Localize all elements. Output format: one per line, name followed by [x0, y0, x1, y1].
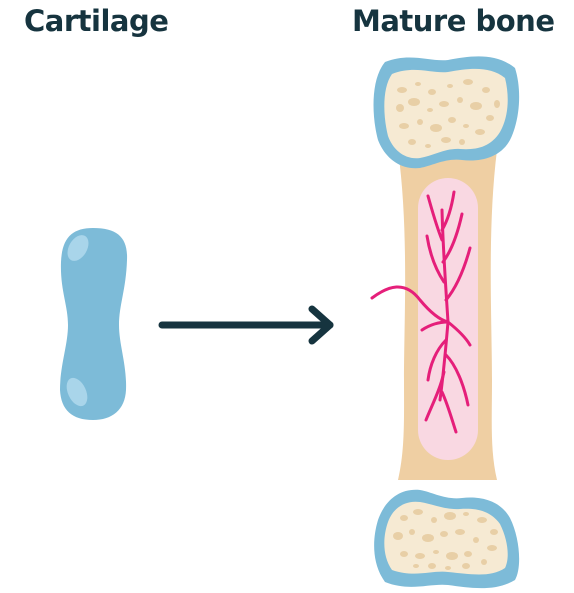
- pore: [462, 563, 470, 569]
- pore: [463, 512, 469, 516]
- pore: [408, 139, 416, 145]
- pore: [393, 532, 403, 540]
- pore: [457, 97, 463, 103]
- spongy-bone-top: [384, 68, 508, 159]
- pore: [430, 124, 442, 132]
- pore: [444, 512, 456, 520]
- pore: [459, 139, 465, 145]
- pore: [455, 529, 465, 535]
- pore: [415, 553, 425, 559]
- pore: [433, 550, 439, 554]
- pore: [482, 87, 490, 93]
- pore: [400, 551, 408, 557]
- pore: [408, 98, 420, 106]
- pore: [473, 537, 479, 543]
- mature-bone: [370, 56, 520, 589]
- cartilage-highlight-bottom: [66, 377, 88, 407]
- pore: [486, 115, 494, 121]
- pore: [413, 509, 423, 515]
- blood-vessels: [370, 190, 472, 434]
- pore: [396, 104, 404, 112]
- pore: [487, 545, 497, 551]
- pore: [481, 559, 487, 565]
- pore: [399, 123, 409, 129]
- pore: [427, 108, 433, 112]
- cartilage-highlight-top: [67, 235, 89, 261]
- pore: [475, 129, 485, 135]
- pore: [417, 119, 423, 125]
- pore: [470, 102, 482, 110]
- pore: [463, 79, 473, 85]
- pore: [428, 563, 436, 569]
- pore: [400, 515, 408, 521]
- cartilage-shape: [60, 228, 128, 420]
- arrow-icon: [158, 305, 334, 345]
- pore: [428, 89, 436, 95]
- pore: [425, 144, 431, 148]
- pore: [413, 564, 419, 568]
- pore: [431, 517, 437, 523]
- pore: [397, 87, 407, 93]
- pore: [490, 529, 498, 535]
- pore: [445, 566, 451, 570]
- pore: [448, 117, 456, 123]
- mature-bone-label: Mature bone: [352, 4, 555, 38]
- pore: [446, 552, 458, 560]
- spongy-pores: [393, 79, 500, 570]
- pore: [409, 529, 415, 535]
- pore: [494, 100, 500, 108]
- pore: [441, 137, 451, 143]
- pore: [415, 82, 421, 86]
- pore: [422, 534, 434, 542]
- pore: [477, 517, 487, 523]
- pore: [440, 531, 448, 537]
- pore: [439, 101, 449, 107]
- pore: [464, 551, 472, 557]
- cartilage-label: Cartilage: [24, 4, 169, 38]
- pore: [463, 124, 469, 128]
- pore: [447, 84, 453, 88]
